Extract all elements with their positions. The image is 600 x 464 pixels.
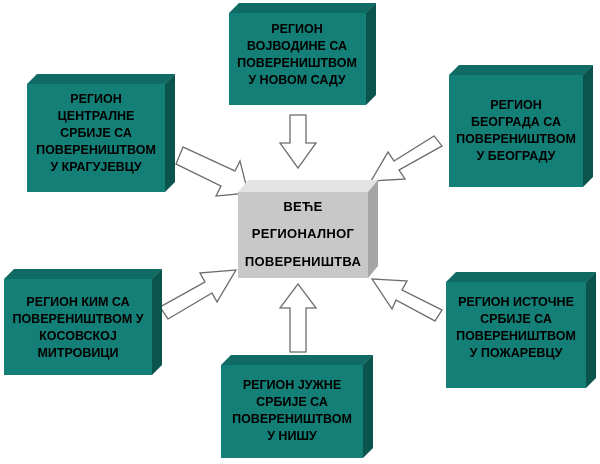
arrow-kim-to-council [159,269,238,320]
regional-council-box: ВЕЋЕ РЕГИОНАЛНОГ ПОВЕРЕНИШТВА [238,180,378,278]
arrow-istocna-srbija-to-council [370,278,443,322]
arrow-vojvodina-to-council [278,114,318,170]
arrows [159,114,443,353]
center-box-line-1: ВЕЋЕ [283,199,322,214]
region-box-line: У НОВОМ САДУ [248,73,346,87]
arrow-juzna-srbija-to-council [278,282,318,353]
region-box-side-face [583,65,593,187]
region-box-line: ПОВЕРЕНИШТВОМ [456,132,576,146]
region-box-line: БЕОГРАДА СА [471,115,561,129]
region-box-side-face [366,3,376,105]
region-box-vojvodina: РЕГИОН ВОЈВОДИНЕ СА ПОВЕРЕНИШТВОМ У НОВО… [229,3,376,105]
region-box-juzna-srbija: РЕГИОН ЈУЖНЕ СРБИЈЕ СА ПОВЕРЕНИШТВОМ У Н… [221,355,373,458]
region-box-front-face [27,84,165,192]
region-box-line: МИТРОВИЦИ [37,346,118,360]
region-box-line: РЕГИОН ЈУЖНЕ [243,378,341,392]
region-box-top-face [4,269,162,279]
region-box-line: ПОВЕРЕНИШТВОМ [237,56,357,70]
center-box-side-face [368,180,378,278]
region-box-kim: РЕГИОН КИМ СА ПОВЕРЕНИШТВОМ У КОСОВСКОЈ … [4,269,162,375]
region-box-line: ПОВЕРЕНИШТВОМ У [12,312,143,326]
region-box-line: У КРАГУЈЕВЦУ [50,160,141,174]
region-box-line: ПОВЕРЕНИШТВОМ [232,412,352,426]
region-box-top-face [449,65,593,75]
region-box-top-face [446,272,596,282]
region-box-line: У ПОЖАРЕВЦУ [470,346,563,360]
region-box-side-face [152,269,162,375]
region-box-line: РЕГИОН [271,22,323,36]
region-box-side-face [165,74,175,192]
region-box-side-face [363,355,373,458]
region-box-istocna-srbija: РЕГИОН ИСТОЧНЕ СРБИЈЕ СА ПОВЕРЕНИШТВОМ У… [446,272,596,388]
center-box-line-3: ПОВЕРЕНИШТВА [245,254,362,269]
center-box-front-face [238,192,368,278]
region-box-line: СРБИЈЕ СА [60,126,132,140]
region-box-front-face [449,75,583,187]
region-box-line: У НИШУ [267,429,317,443]
region-box-side-face [586,272,596,388]
region-box-line: РЕГИОН [70,92,122,106]
region-box-line: РЕГИОН [490,98,542,112]
region-box-centralna-srbija: РЕГИОН ЦЕНТРАЛНЕ СРБИЈЕ СА ПОВЕРЕНИШТВОМ… [27,74,175,192]
arrow-centralna-srbija-to-council [175,146,249,197]
center-box-top-face [238,180,378,192]
region-box-line: КОСОВСКОЈ [39,329,117,343]
region-box-beograd: РЕГИОН БЕОГРАДА СА ПОВЕРЕНИШТВОМ У БЕОГР… [449,65,593,187]
region-box-front-face [446,282,586,388]
region-box-front-face [221,365,363,458]
region-box-front-face [4,279,152,375]
region-box-line: СРБИЈЕ СА [256,395,328,409]
region-box-top-face [229,3,376,13]
region-box-line: ПОВЕРЕНИШТВОМ [36,143,156,157]
region-box-line: РЕГИОН КИМ СА [26,295,129,309]
region-box-front-face [229,13,366,105]
region-box-line: СРБИЈЕ СА [480,312,552,326]
region-box-line: ВОЈВОДИНЕ СА [247,39,347,53]
arrow-beograd-to-council [369,135,443,182]
region-box-line: У БЕОГРАДУ [477,149,556,163]
region-box-line: ПОВЕРЕНИШТВОМ [456,329,576,343]
region-box-top-face [27,74,175,84]
region-box-line: ЦЕНТРАЛНЕ [58,109,135,123]
region-box-top-face [221,355,373,365]
region-box-line: РЕГИОН ИСТОЧНЕ [458,295,574,309]
center-box-line-2: РЕГИОНАЛНОГ [252,226,355,241]
